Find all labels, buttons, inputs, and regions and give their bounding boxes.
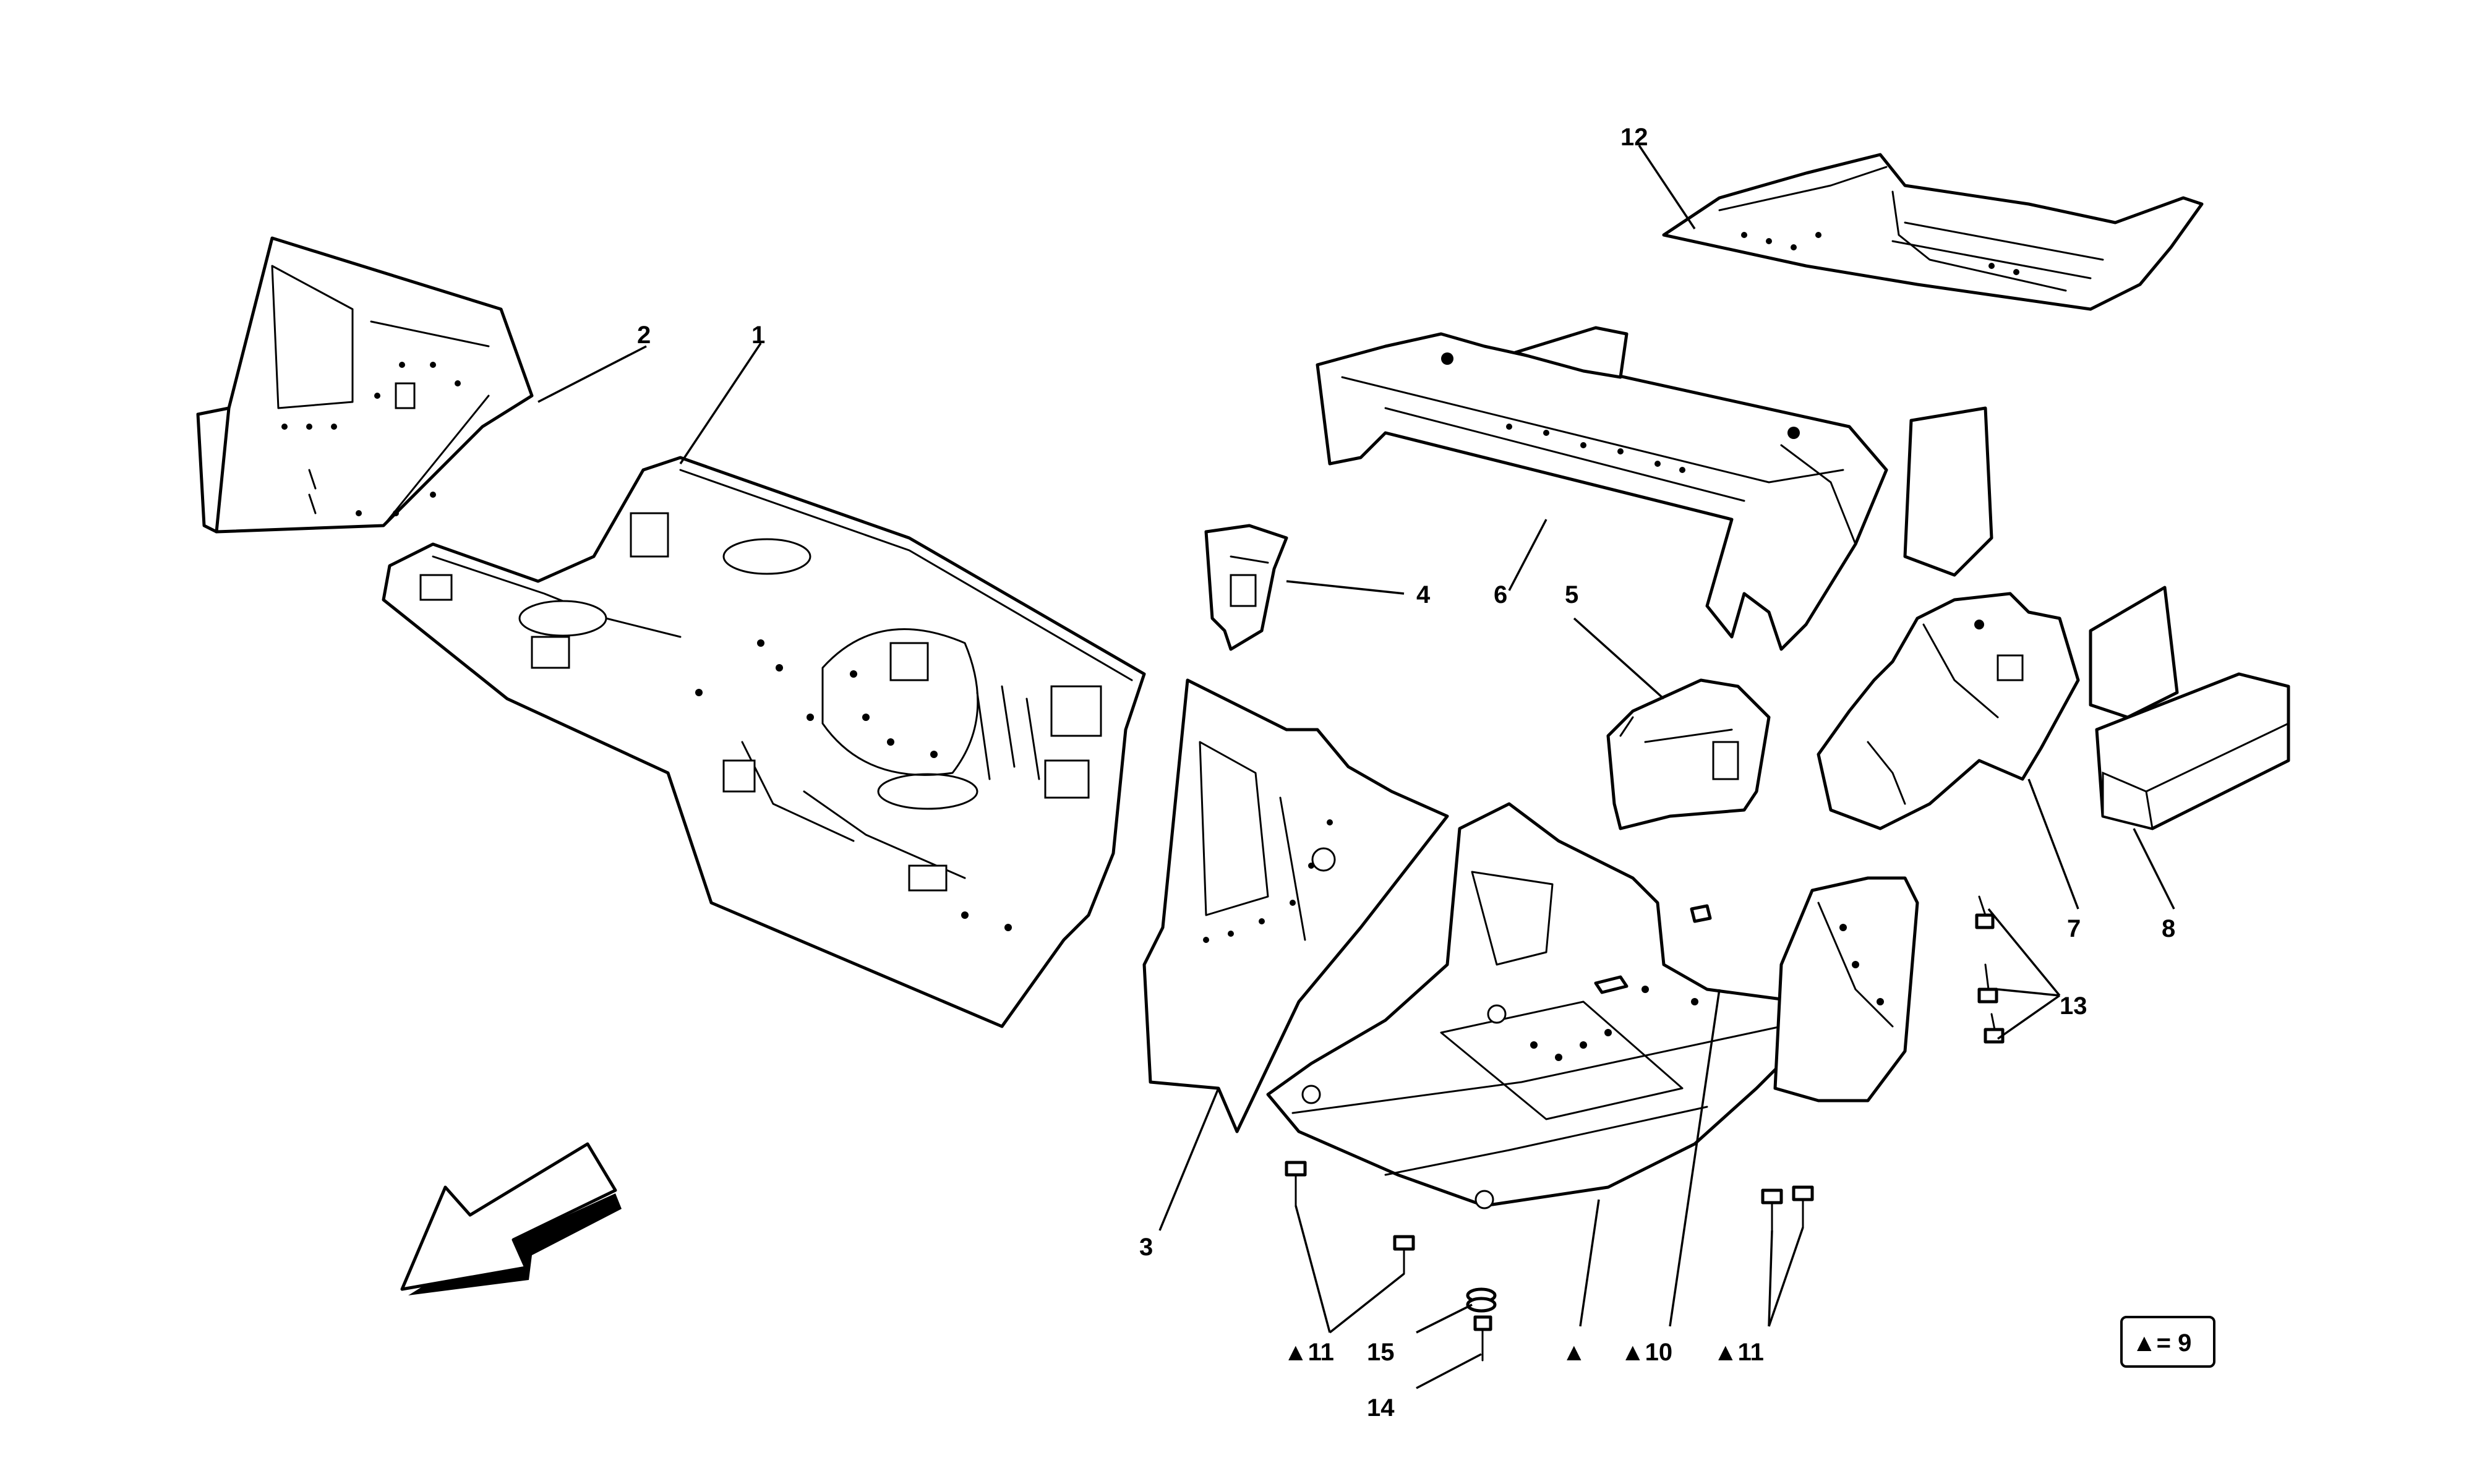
callout-11-right: ▲11 <box>1713 1339 1764 1366</box>
callout-13: 13 <box>2060 992 2087 1020</box>
part-4-bracket <box>1204 524 1288 651</box>
washer-15 <box>1466 1287 1497 1313</box>
bolt-10-b <box>1594 975 1629 994</box>
callout-labels: 1 2 3 4 5 6 7 8 12 13 ▲11 15 14 ▲ ▲10 ▲1… <box>637 124 2175 1422</box>
part-7-rear-mount <box>1817 586 2179 830</box>
fasteners <box>1285 895 2005 1362</box>
bolt-10-a <box>1690 904 1712 923</box>
legend: ▲= 9 <box>2120 1316 2215 1368</box>
callout-12: 12 <box>1620 124 1648 151</box>
callout-9-triangle: ▲ <box>1562 1339 1586 1366</box>
leader-lines <box>537 145 2175 1389</box>
bolt-13-b <box>1977 963 1998 1004</box>
bolt-13-c <box>1984 1013 2005 1044</box>
callout-8: 8 <box>2162 915 2175 942</box>
part-1-rear-bulkhead <box>382 456 1146 1028</box>
callout-7: 7 <box>2067 915 2081 942</box>
direction-arrow-icon <box>400 1142 622 1295</box>
bolt-11-right-b <box>1792 1185 1814 1229</box>
bolt-11-left-b <box>1393 1235 1415 1275</box>
callout-3: 3 <box>1139 1234 1153 1261</box>
callout-6: 6 <box>1494 581 1507 608</box>
legend-text: ▲= 9 <box>2132 1329 2191 1357</box>
callout-14: 14 <box>1367 1394 1395 1422</box>
callout-11-left: ▲11 <box>1283 1339 1334 1366</box>
part-6-rear-subframe <box>1316 326 1993 651</box>
part-12-floor-pan <box>1662 153 2204 311</box>
bolt-14 <box>1473 1315 1492 1362</box>
bolt-11-right-a <box>1761 1188 1783 1232</box>
callout-1: 1 <box>751 322 765 349</box>
part-2-side-panel <box>196 236 534 534</box>
subframe-assembly <box>1266 802 1919 1209</box>
callout-2: 2 <box>637 322 651 349</box>
callout-4: 4 <box>1416 581 1431 608</box>
callout-5: 5 <box>1565 581 1578 608</box>
part-8-box-tube <box>2095 672 2290 830</box>
callout-10: ▲10 <box>1620 1339 1672 1366</box>
part-3-side-panel <box>1142 678 1449 1133</box>
callout-15: 15 <box>1367 1339 1395 1366</box>
part-5-bracket <box>1606 678 1771 830</box>
bolt-11-left-a <box>1285 1161 1307 1207</box>
bolt-13-a <box>1975 895 1995 929</box>
